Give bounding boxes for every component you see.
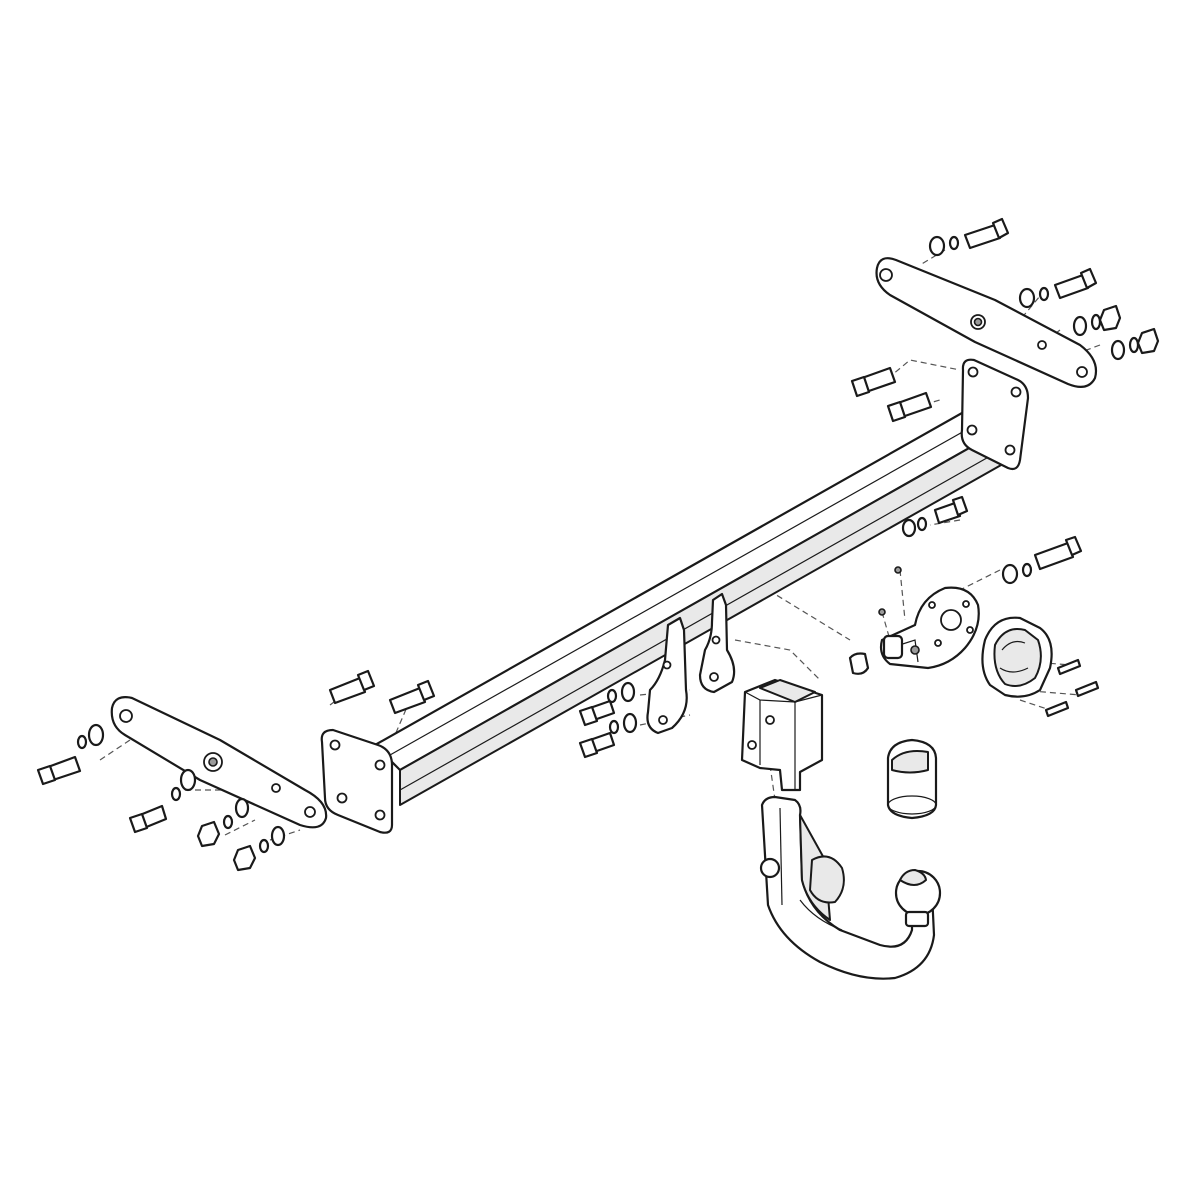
bolt-centre-bottom (578, 731, 616, 759)
bolt-left-bracket-top (36, 755, 82, 786)
washer (270, 825, 286, 847)
bolt-left-flange-bottom (388, 679, 436, 715)
washer (620, 681, 636, 703)
washer (948, 235, 960, 251)
washer (1072, 315, 1088, 337)
washer (179, 768, 197, 792)
electrical-socket (981, 616, 1053, 698)
nut (232, 844, 257, 872)
bolt-right-flange-bottom (886, 391, 933, 423)
bolt-centre-top (578, 699, 616, 727)
washer (170, 786, 182, 802)
nut (1136, 327, 1160, 355)
socket-mounting-plate (879, 586, 980, 670)
washer (234, 797, 250, 819)
washer (1110, 339, 1126, 361)
bolts (36, 217, 1100, 834)
washer (928, 235, 946, 257)
right-side-bracket (875, 257, 1098, 389)
bolt-right-bracket-top (963, 217, 1010, 250)
washer (901, 518, 917, 538)
small-nut (894, 566, 902, 574)
screw-socket-3 (1044, 700, 1070, 718)
washer (1038, 286, 1050, 302)
centre-mounting-brackets (646, 592, 736, 735)
nut (196, 820, 221, 848)
screw-socket-1 (1056, 658, 1082, 676)
detachable-ball-bar (759, 795, 936, 980)
washer (1090, 313, 1102, 331)
washer (1018, 287, 1036, 309)
bolt-ball-plate (1033, 535, 1083, 571)
left-flange-plate (320, 728, 394, 834)
screw-socket-2 (1074, 680, 1100, 698)
bolt-left-flange-top (328, 669, 376, 705)
release-knob (759, 857, 781, 879)
bolt-right-bracket-mid (1053, 267, 1098, 300)
washer (76, 734, 88, 750)
washer (222, 814, 234, 830)
washer (622, 712, 638, 734)
washer (1001, 563, 1019, 585)
washer (87, 723, 105, 747)
nut (1098, 304, 1122, 332)
bolt-left-bracket-bottom (128, 804, 168, 834)
washers-and-nuts (76, 235, 1160, 872)
washer (1021, 562, 1033, 578)
washer (258, 838, 270, 854)
spacer-sleeve (848, 652, 870, 675)
tow-ball-cover (886, 738, 938, 820)
small-nut (878, 608, 886, 616)
washer (606, 688, 618, 704)
tow-ball (894, 869, 942, 928)
right-flange-plate (960, 358, 1030, 471)
bolt-right-flange-top (850, 366, 897, 398)
left-side-bracket (110, 696, 328, 829)
washer (608, 719, 620, 735)
assembly-leader-lines (99, 249, 1101, 841)
receiver-housing (740, 678, 824, 792)
bolt-beam-upper (933, 495, 969, 525)
main-cross-beam (373, 398, 1012, 806)
washer (916, 516, 928, 532)
washer (1128, 336, 1140, 354)
